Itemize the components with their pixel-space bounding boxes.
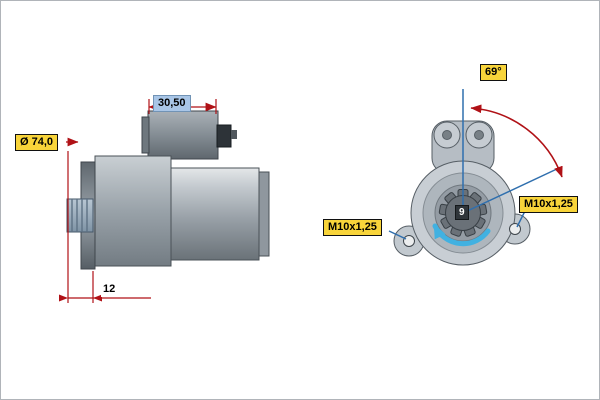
pinion-side	[66, 198, 94, 233]
drive-housing	[94, 155, 172, 267]
solenoid-dimension-callout: 30,50	[153, 95, 191, 112]
thread-size-right-callout: M10x1,25	[519, 196, 578, 213]
leader-thread-right	[516, 210, 526, 228]
mounting-angle-callout: 69°	[480, 64, 507, 81]
flange-diameter-callout: Ø 74,0	[15, 134, 59, 151]
thread-size-left-callout: M10x1,25	[323, 219, 382, 236]
mounting-hole-left	[403, 235, 415, 247]
angle-arc	[470, 104, 563, 178]
mounting-hole-right	[509, 223, 521, 235]
leader-thread-left	[388, 230, 407, 240]
pinion-tooth-count-badge: 9	[455, 205, 469, 220]
dimension-pinion-offset	[59, 151, 151, 303]
solenoid-connector	[216, 124, 232, 148]
solenoid-terminal	[231, 130, 237, 139]
end-cap	[258, 171, 270, 257]
starter-side-view	[66, 110, 270, 270]
solenoid	[141, 110, 237, 160]
rotation-direction-arrow	[432, 223, 491, 247]
pinion-offset-callout: 12	[101, 282, 118, 297]
motor-yoke	[170, 167, 260, 261]
starter-front-view	[393, 120, 531, 266]
